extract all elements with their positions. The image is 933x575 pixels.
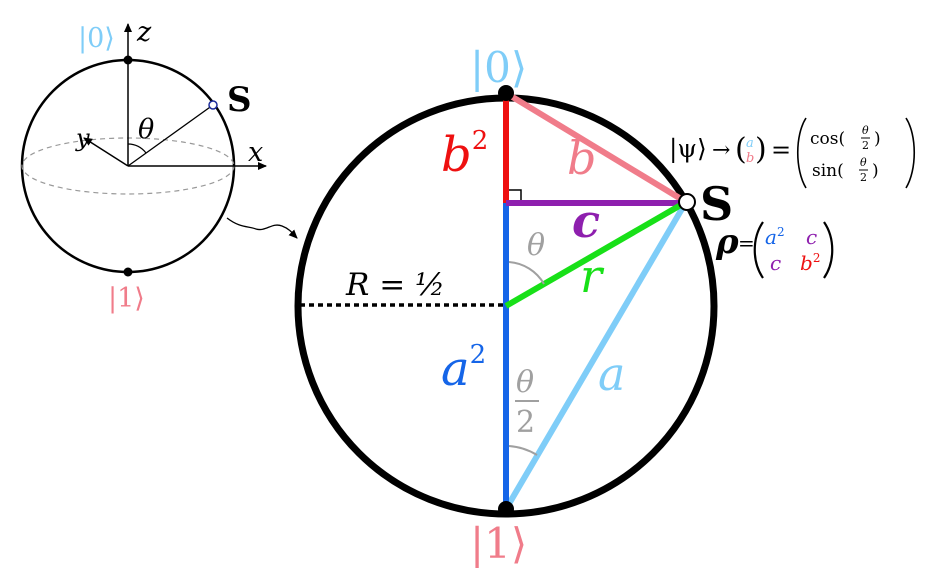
- matrix-b-squared: b2: [800, 251, 820, 275]
- south-pole-dot: [498, 501, 514, 517]
- a-label: a: [598, 347, 625, 401]
- theta-arc: [508, 261, 545, 285]
- sin-frac-num: θ: [860, 156, 867, 169]
- state-point: [678, 193, 696, 211]
- small-theta-arc: [127, 143, 147, 154]
- ket-psi: |ψ⟩: [669, 134, 707, 164]
- rho-symbol: ρ: [715, 222, 739, 262]
- x-axis-label: x: [248, 137, 263, 168]
- a-squared-label: a2: [441, 340, 486, 397]
- c-label: c: [572, 194, 600, 248]
- cos-frac-den: 2: [862, 139, 869, 152]
- segment-r: [504, 199, 688, 309]
- state-equals: =: [771, 136, 791, 164]
- segment-b: [504, 90, 688, 205]
- matrix-c-top: c: [806, 225, 817, 249]
- half-theta-label: θ 2: [515, 365, 539, 440]
- north-pole-dot: [498, 85, 514, 101]
- right-angle-mark: [509, 189, 522, 200]
- half-theta-arc: [508, 445, 538, 456]
- sin-term: sin(: [812, 161, 844, 181]
- state-vector-formula: |ψ⟩ → ( a b ) = cos( θ 2 ) sin( θ 2 ): [669, 117, 915, 189]
- state-label: S: [700, 177, 733, 231]
- big-ket0-label: |0⟩: [470, 43, 527, 92]
- big-ket1-label: |1⟩: [470, 519, 527, 568]
- big-vec-open-paren: [797, 117, 807, 189]
- matrix-c-bottom: c: [770, 251, 781, 275]
- small-state-point: [208, 100, 218, 110]
- small-north-pole-dot: [123, 55, 133, 65]
- matrix-close-paren: [823, 221, 834, 279]
- small-state-label: S: [227, 80, 252, 120]
- b-label: b: [567, 131, 596, 185]
- y-axis-label: y: [75, 124, 90, 152]
- small-bloch-sphere: |0⟩ z x y θ S |1⟩: [20, 17, 267, 314]
- y-axis-arrow: [83, 137, 129, 167]
- sin-close: ): [872, 161, 879, 181]
- vec-bottom-b: b: [746, 151, 754, 166]
- zoom-connector-arrow: [226, 217, 298, 239]
- cos-frac-num: θ: [862, 124, 869, 137]
- z-axis-label: z: [136, 17, 152, 48]
- big-circle-diagram: |0⟩ |1⟩ R = ½ S b2 a2 b c r a θ θ 2: [294, 43, 733, 568]
- sin-frac-den: 2: [860, 171, 867, 184]
- big-vec-close-paren: [905, 117, 915, 189]
- vec-open-paren: (: [735, 132, 747, 167]
- small-state-vector: [127, 104, 214, 167]
- small-ket0-label: |0⟩: [78, 23, 115, 54]
- maps-to-arrow: →: [712, 138, 730, 163]
- svg-text:θ: θ: [516, 365, 534, 400]
- vec-top-a: a: [746, 136, 754, 151]
- radius-label: R = ½: [345, 267, 445, 303]
- density-matrix: ρ = a2 c c b2: [715, 221, 834, 279]
- matrix-a-squared: a2: [765, 225, 785, 249]
- svg-text:2: 2: [516, 405, 535, 440]
- segment-a: [503, 200, 689, 511]
- small-ket1-label: |1⟩: [108, 283, 145, 314]
- matrix-open-paren: [753, 221, 764, 279]
- small-theta-label: θ: [138, 114, 154, 145]
- cos-close: ): [874, 129, 881, 149]
- theta-label: θ: [527, 228, 545, 263]
- rho-equals: =: [738, 231, 755, 255]
- r-label: r: [580, 249, 605, 303]
- cos-term: cos(: [810, 129, 845, 149]
- small-south-pole-dot: [123, 267, 133, 277]
- vec-close-paren: ): [755, 132, 767, 167]
- b-squared-label: b2: [441, 126, 488, 183]
